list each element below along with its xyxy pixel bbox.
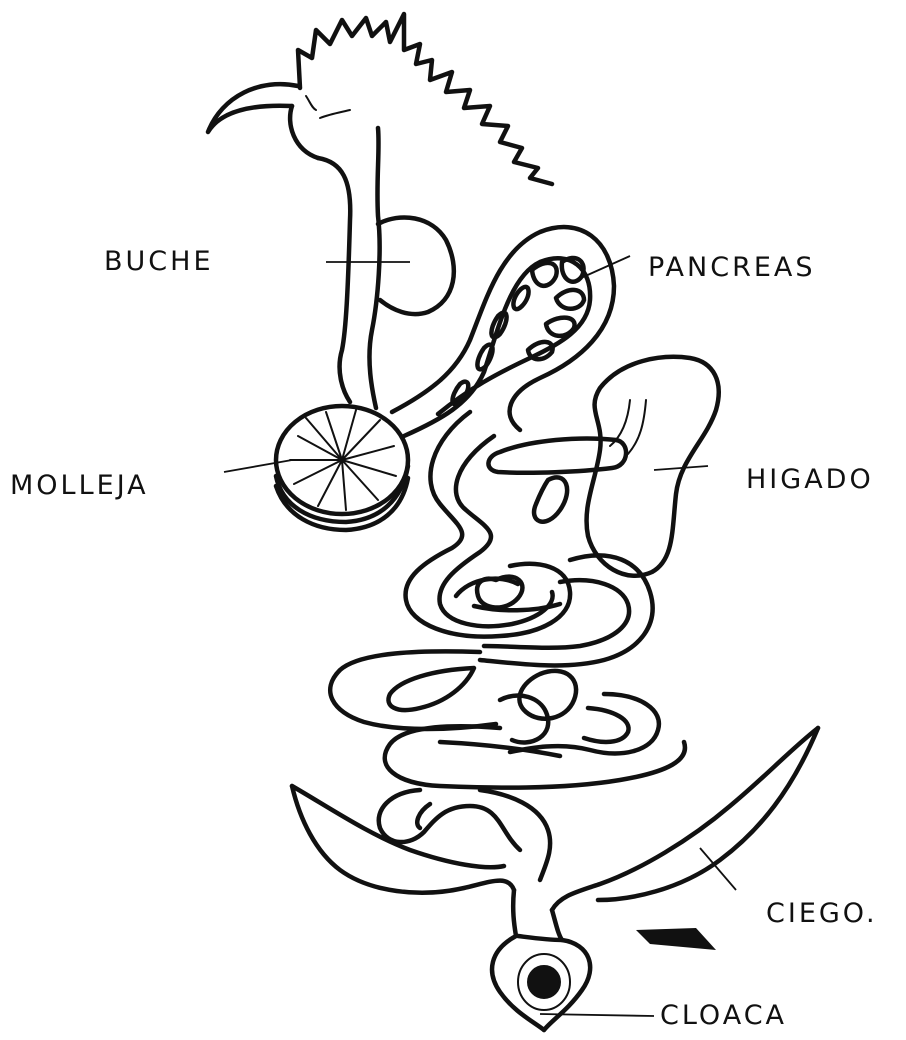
esophagus <box>318 128 380 408</box>
crop-buche <box>378 217 454 314</box>
label-pancreas: PANCREAS <box>648 252 816 283</box>
label-cloaca: CLOACA <box>660 1000 787 1031</box>
gizzard-molleja <box>276 406 408 530</box>
label-molleja: MOLLEJA <box>10 470 149 501</box>
label-higado: HIGADO <box>746 464 874 495</box>
leader-molleja <box>224 460 292 472</box>
cloaca <box>492 890 590 1030</box>
small-intestine <box>330 412 685 880</box>
label-ciego: CIEGO. <box>766 898 878 929</box>
ink-smudge <box>636 928 716 950</box>
label-buche: BUCHE <box>104 246 214 277</box>
